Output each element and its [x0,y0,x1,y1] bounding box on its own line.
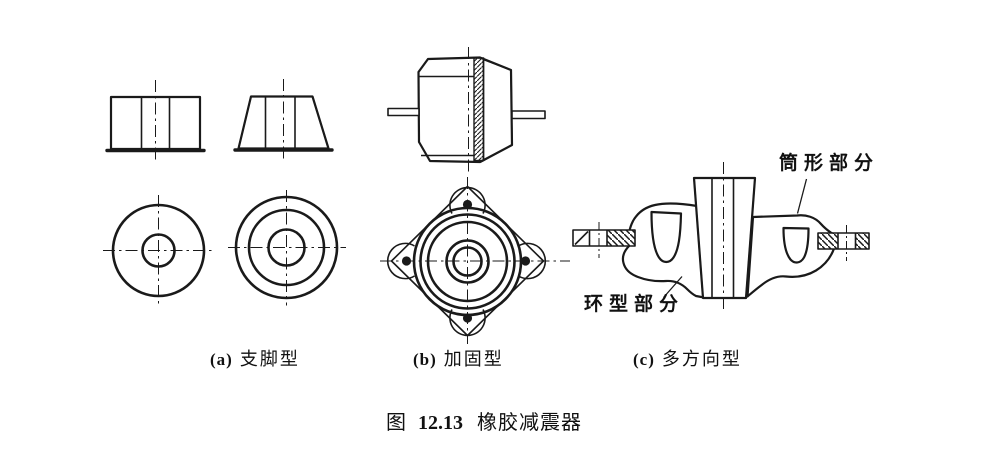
b-left-stud [387,107,420,117]
c-right-stud [817,225,870,261]
c-ring-part-right [746,214,836,298]
c-cylindrical-part [692,162,757,313]
b-top-view [380,177,570,344]
b-side-section-view [387,47,546,172]
panel-a-tag: (a) [210,350,233,369]
a-top-view-large [228,190,346,306]
panel-c-label: (c) 多方向型 [633,349,742,370]
a-top-view-small [103,195,214,306]
panel-a-label: (a) 支脚型 [210,349,300,370]
c-left-cutout [650,210,683,264]
b-rubber-section [480,58,513,163]
panel-a-foot-type [103,79,346,306]
c-right-cutout [782,226,810,264]
figure-caption: 图 12.13 橡胶减震器 [386,412,582,434]
panel-b-label: (b) 加固型 [413,349,504,370]
annotation-ring-part: 环型部分 [584,294,685,315]
panel-a-name: 支脚型 [239,349,300,369]
c-ring-part-left [621,202,706,299]
a-rect-section-view [105,80,206,162]
caption-number: 12.13 [418,412,463,434]
panel-c-multidirectional-type [572,162,870,313]
panel-b-tag: (b) [413,350,437,369]
caption-title: 橡胶减震器 [477,412,582,434]
annotation-cylindrical-part: 筒形部分 [779,153,880,174]
a-taper-section-view [233,79,334,161]
caption-prefix: 图 [386,412,406,434]
b-right-stud [511,110,546,120]
c-left-stud [572,222,636,258]
panel-c-name: 多方向型 [661,349,742,369]
panel-b-name: 加固型 [443,349,504,369]
c-leader-cylindrical [796,178,808,214]
panel-b-reinforced-type [380,47,570,344]
c-leader-ring [663,276,683,298]
panel-c-tag: (c) [633,350,655,369]
